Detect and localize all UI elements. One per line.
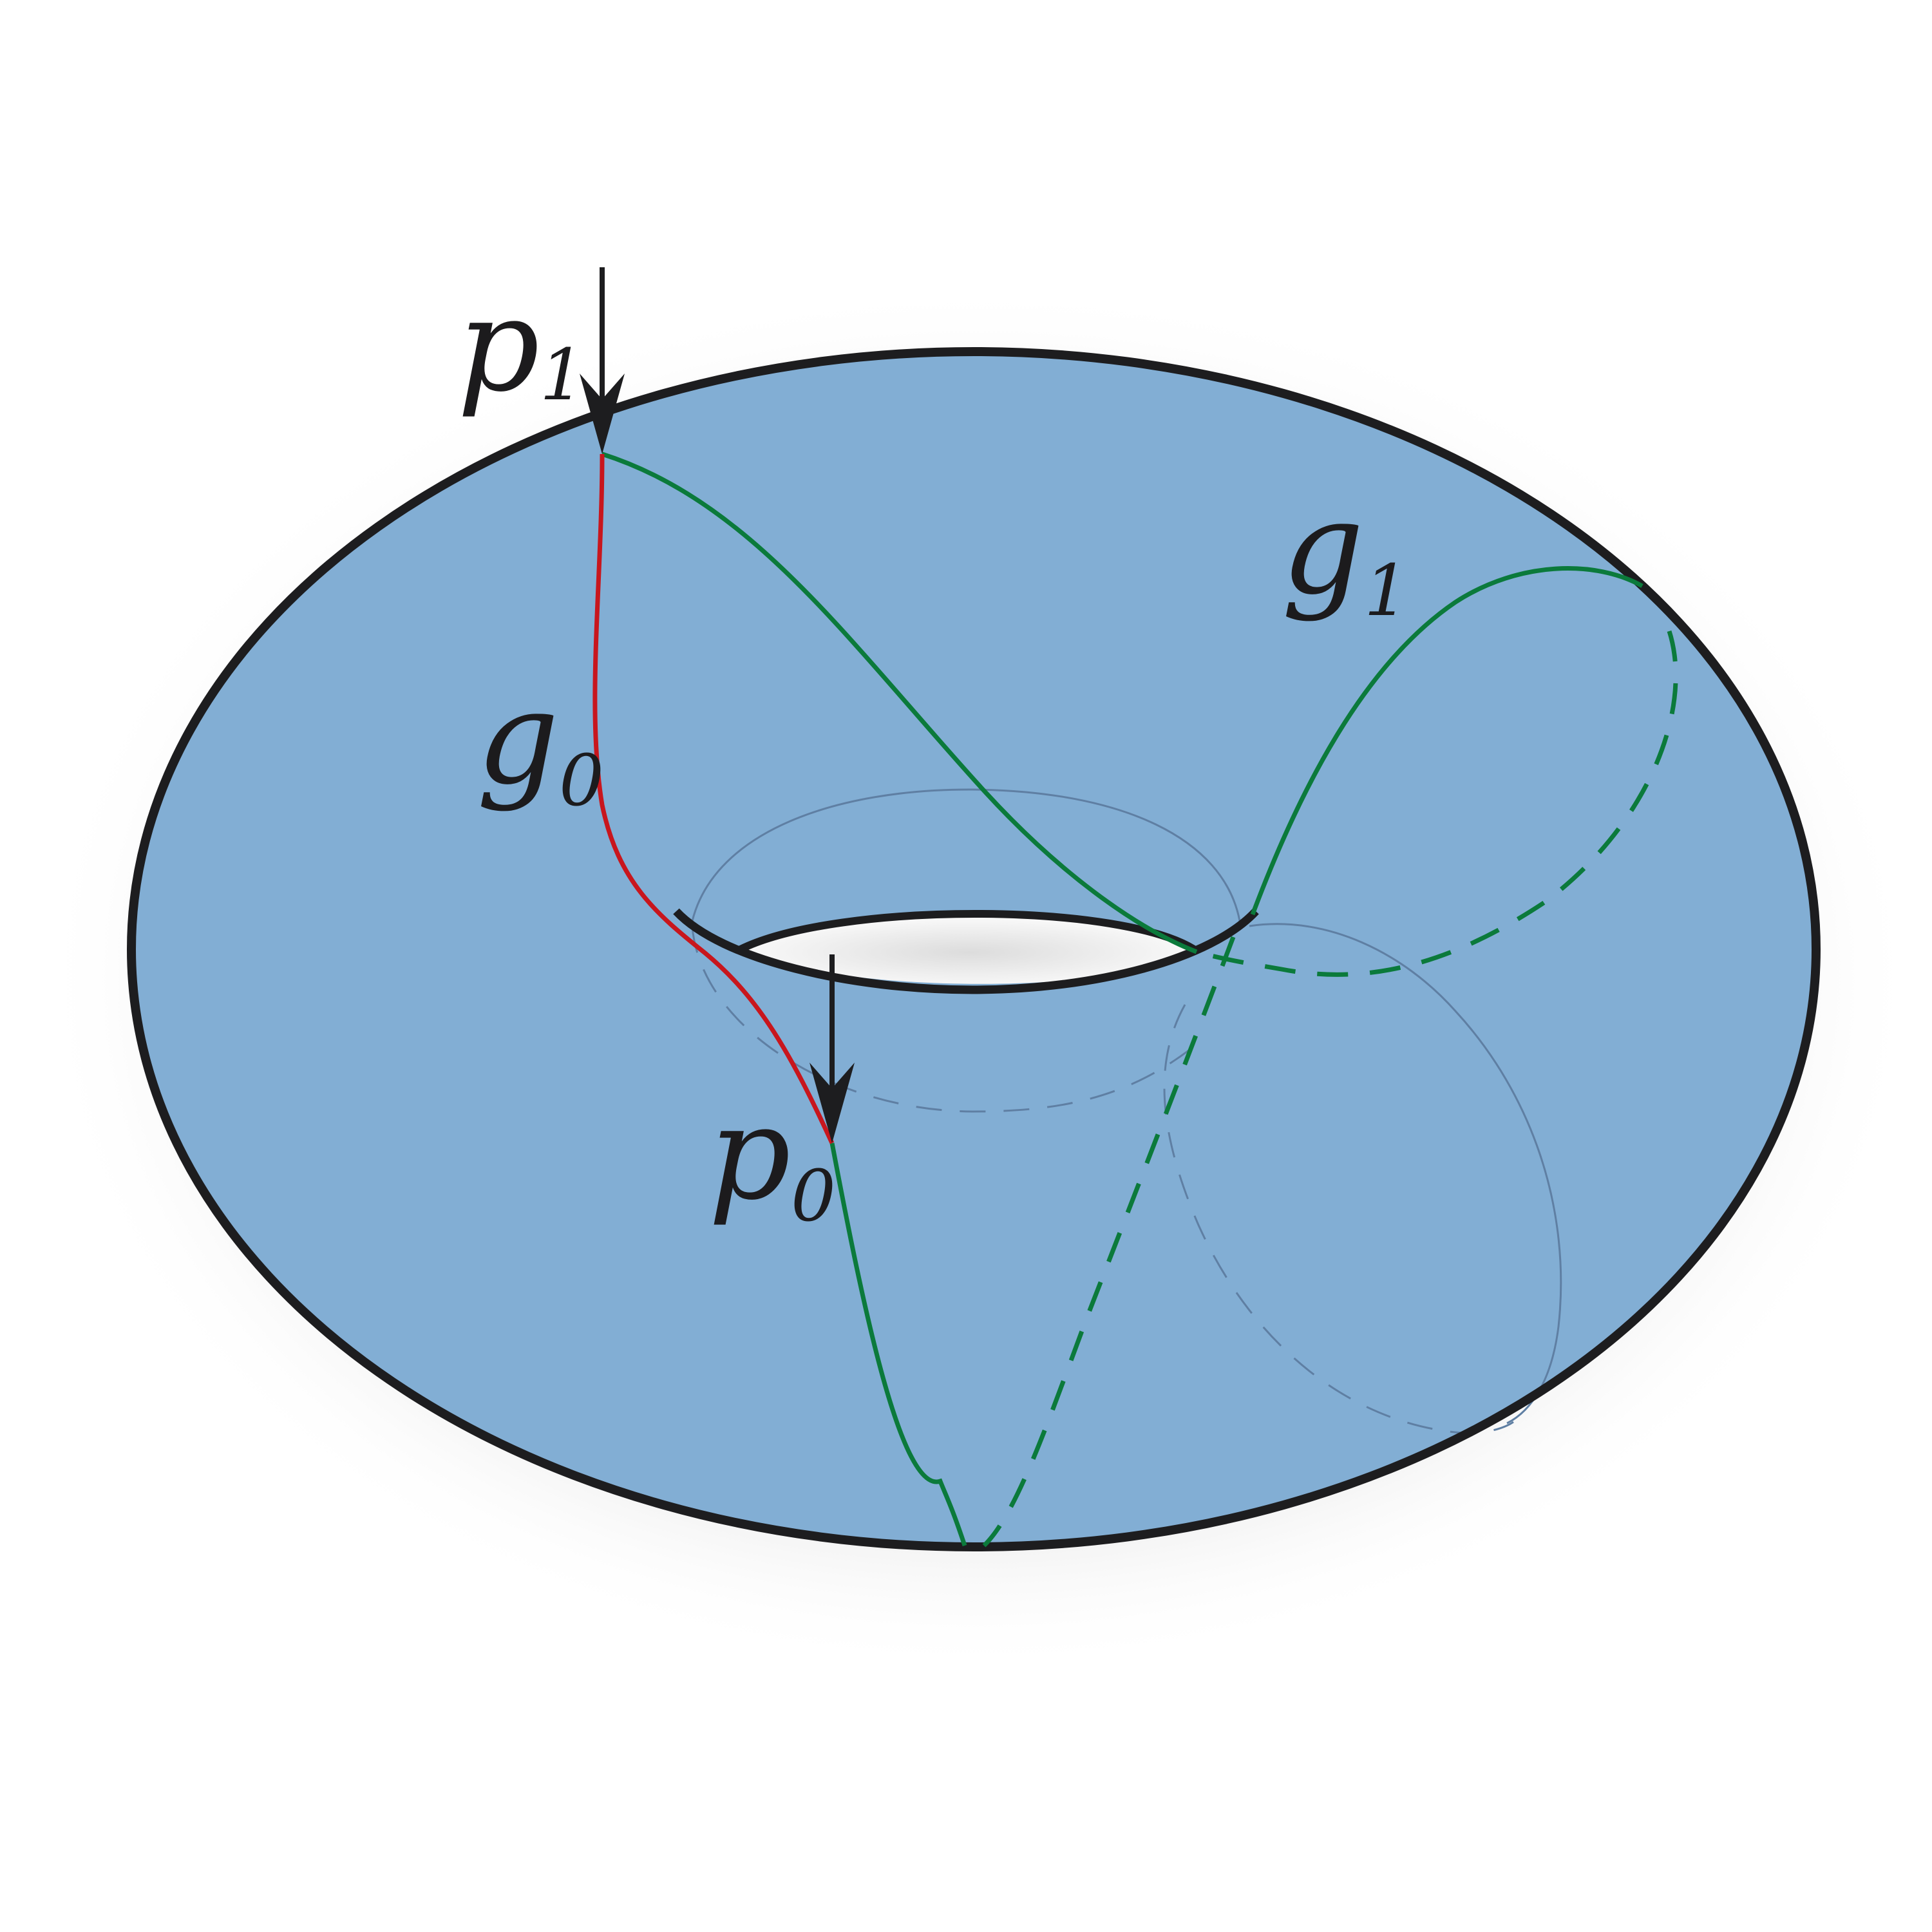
arrow-p1: [580, 267, 625, 454]
torus-hole: [741, 913, 1198, 984]
g1-segment-bottom: [829, 1142, 967, 1547]
label-g0: g0: [477, 663, 604, 822]
label-g1: g1: [1282, 473, 1409, 632]
arrow-p0: [810, 954, 855, 1143]
g1-dashed-right: [1196, 630, 1678, 977]
label-p0: p0: [708, 1079, 836, 1237]
geodesic-g1-hidden: [982, 630, 1678, 1548]
label-p1: p1: [457, 270, 585, 421]
g1-dashed-cross: [982, 936, 1236, 1548]
hole-rim-front: [673, 908, 1259, 994]
g1-segment-top: [601, 451, 1198, 954]
meridian-circle-upper: [1249, 923, 1562, 1425]
inner-tube-upper-arc: [691, 788, 1241, 922]
torus-outline: [127, 347, 1821, 1551]
hidden-inner-lines: [691, 788, 1562, 1425]
arrow-p0-head: [810, 1063, 855, 1143]
arrow-p1-head: [580, 374, 625, 454]
g1-segment-right-loop: [1250, 566, 1643, 916]
geodesic-g1: [601, 451, 1643, 1547]
inner-tube-lower-arc: [691, 927, 1198, 1113]
geodesic-g0: [592, 453, 835, 1144]
